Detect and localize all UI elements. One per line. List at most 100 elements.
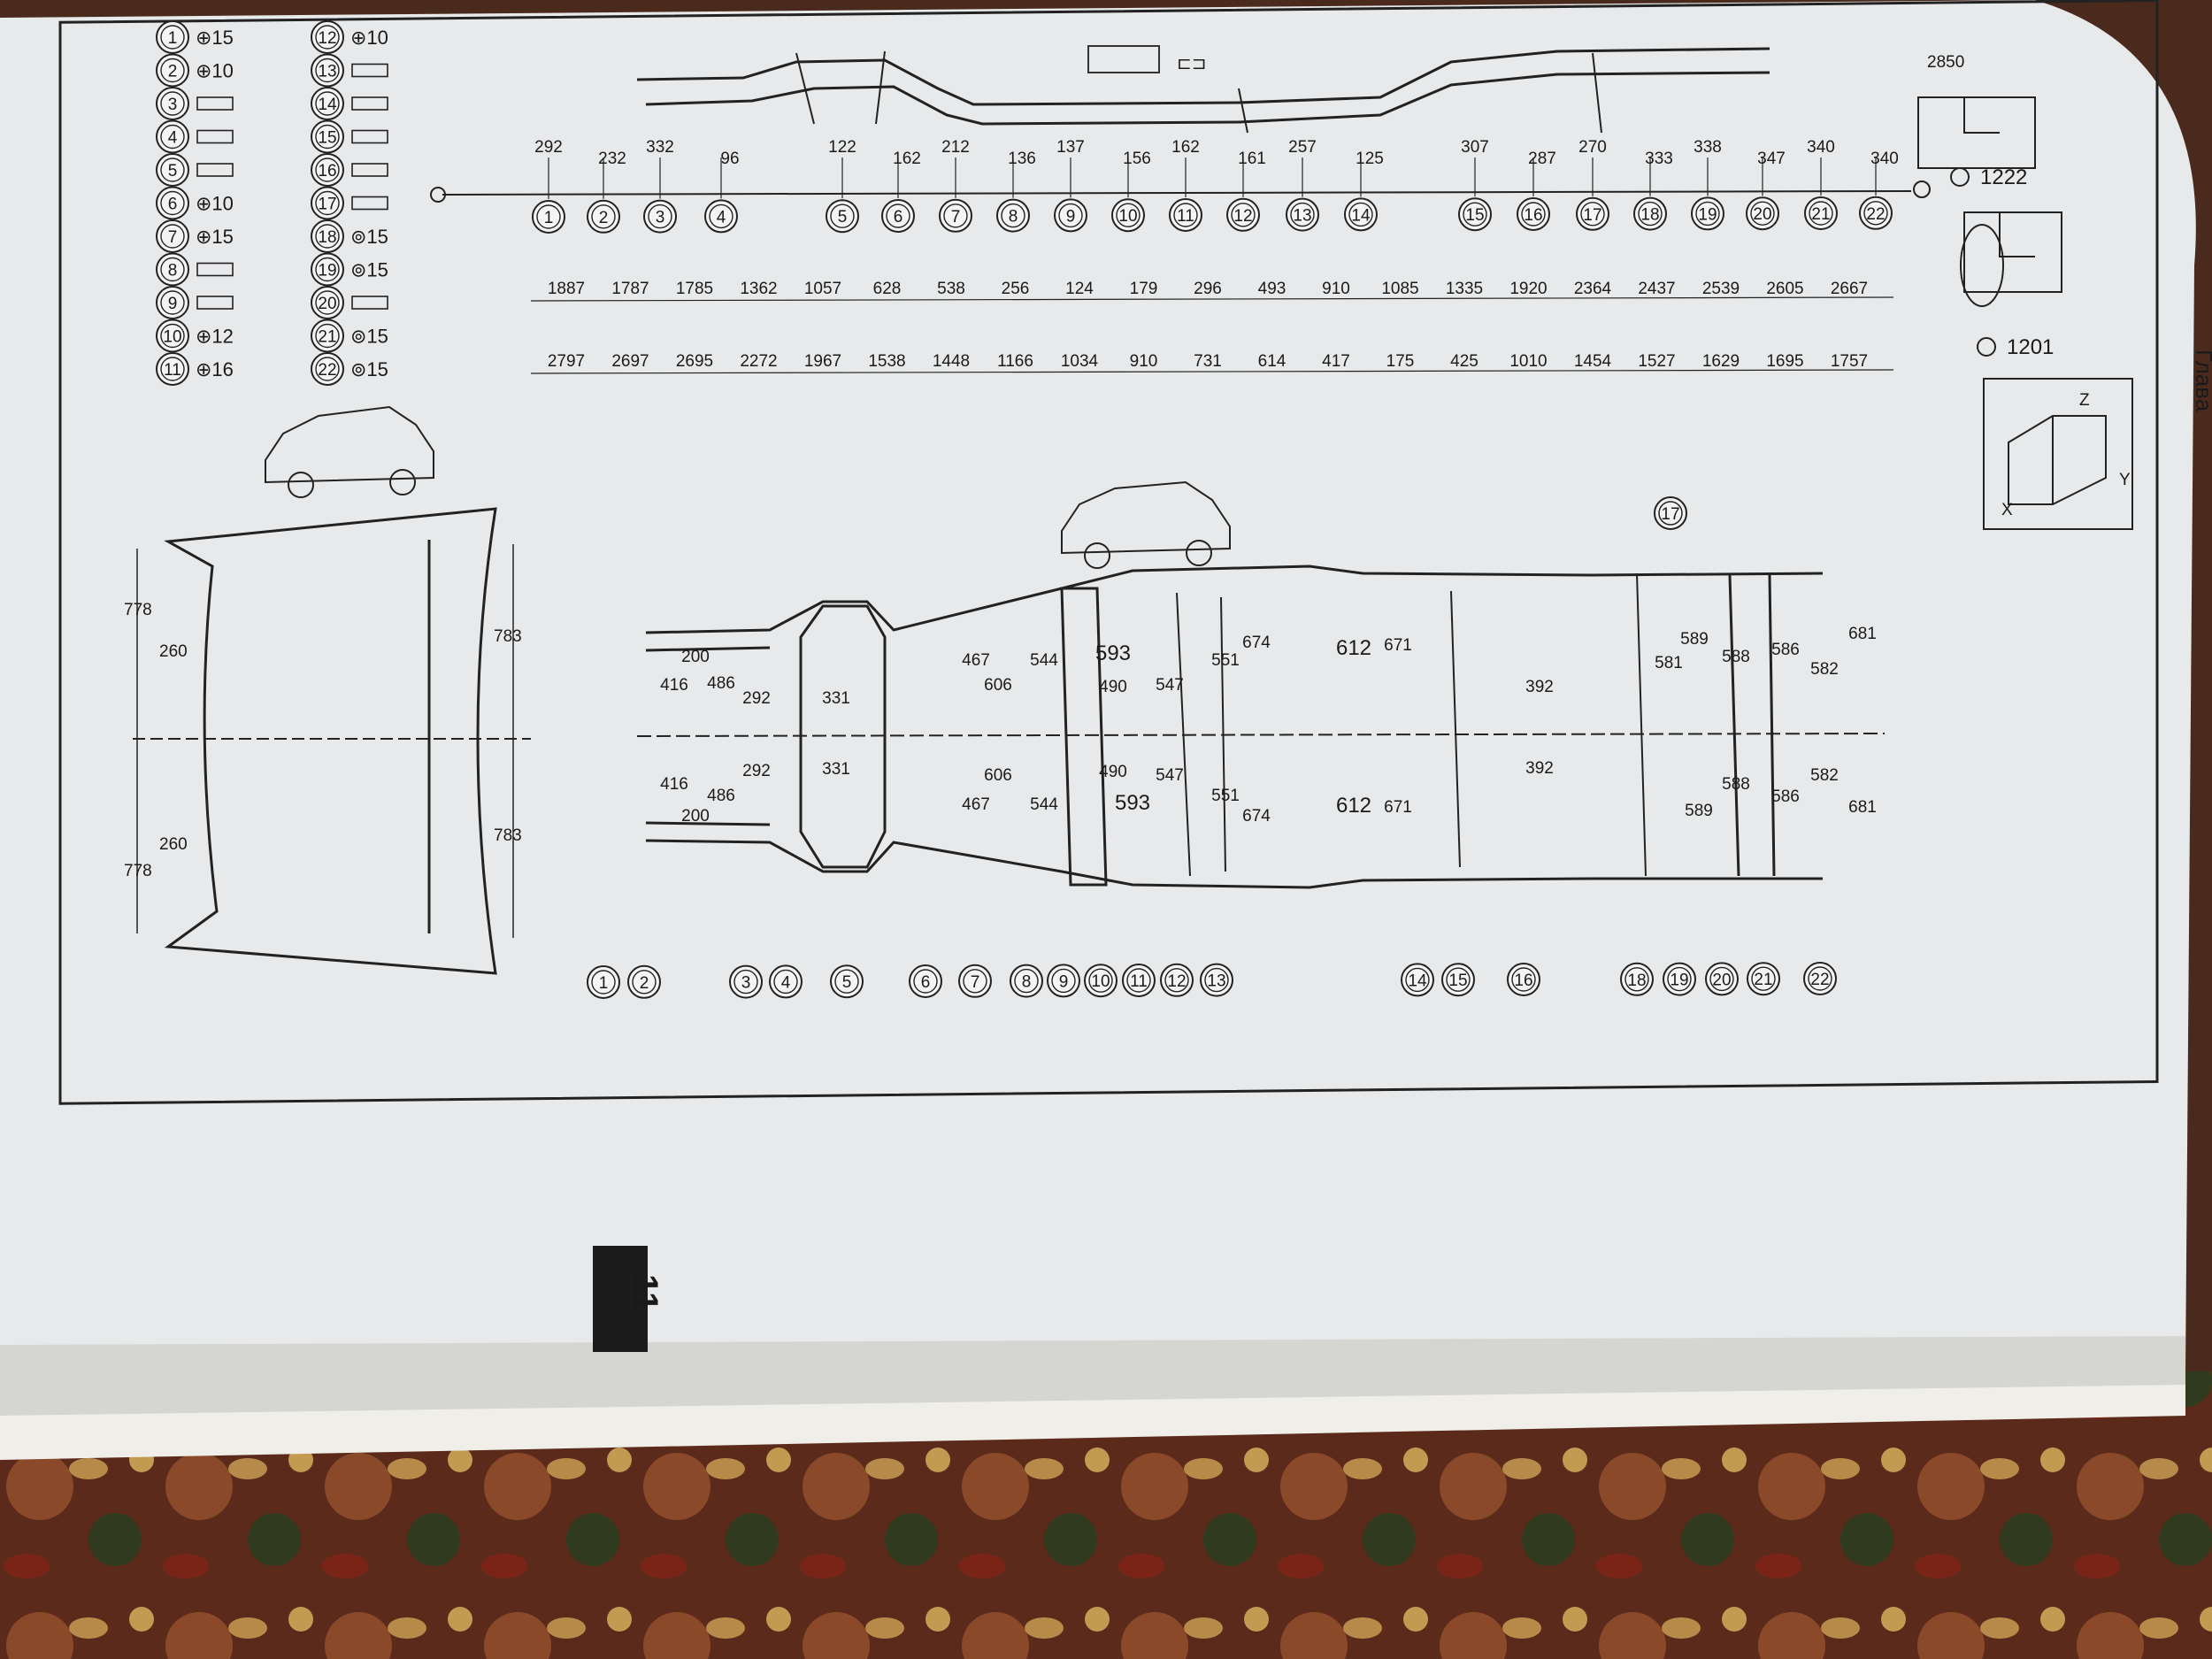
plan-point-6-label: 6 xyxy=(921,973,931,992)
side-top-19: 338 xyxy=(1694,138,1722,157)
legend-bolt-13-icon xyxy=(351,63,388,78)
side-point-10-label: 10 xyxy=(1118,207,1137,226)
side-row-a-12: 493 xyxy=(1258,280,1286,298)
side-point-16-label: 16 xyxy=(1524,206,1542,225)
plan-point-20: 20 xyxy=(1705,962,1739,996)
side-point-8: 8 xyxy=(996,198,1030,233)
plan-upper-3: 486 xyxy=(707,674,735,693)
side-point-11: 11 xyxy=(1169,198,1202,232)
plan-point-5-label: 5 xyxy=(842,973,852,992)
legend-badge-11: 11 xyxy=(156,352,189,386)
plan-lower-7: 467 xyxy=(962,795,990,814)
plan-point-2: 2 xyxy=(627,964,661,999)
plan-point-8: 8 xyxy=(1010,964,1043,998)
legend-badge-17: 17 xyxy=(311,186,344,220)
front-section-view xyxy=(133,507,531,975)
plan-view-frame xyxy=(636,565,1886,889)
legend-badge-5: 5 xyxy=(156,153,189,187)
side-top-21: 340 xyxy=(1807,138,1835,157)
plan-point-5: 5 xyxy=(830,964,864,999)
side-row-a-14: 1085 xyxy=(1381,280,1418,298)
plan-upper-18: 589 xyxy=(1680,630,1709,649)
side-row-b-16: 1010 xyxy=(1509,352,1547,371)
front-h-top: 778 xyxy=(124,601,152,619)
side-row-a-10: 179 xyxy=(1130,280,1158,298)
plan-point-15-label: 15 xyxy=(1448,972,1467,990)
legend-badge-9: 9 xyxy=(156,286,189,319)
plan-point-12: 12 xyxy=(1160,963,1194,997)
side-row-a-21: 2667 xyxy=(1831,280,1868,298)
plan-point-22-label: 22 xyxy=(1810,971,1829,989)
plan-lower-21: 681 xyxy=(1848,798,1877,817)
plan-upper-13: 674 xyxy=(1242,634,1271,652)
side-point-12-label: 12 xyxy=(1233,207,1252,226)
plan-point-18-label: 18 xyxy=(1627,972,1646,990)
side-point-14-label: 14 xyxy=(1351,206,1371,225)
side-row-a-9: 124 xyxy=(1065,280,1094,298)
side-row-b-3: 2695 xyxy=(676,352,713,371)
legend-badge-22: 22 xyxy=(311,352,344,386)
front-w-top: 783 xyxy=(494,627,522,646)
plan-lower-18: 582 xyxy=(1810,766,1839,785)
plan-lower-16: 392 xyxy=(1525,759,1554,778)
plan-upper-15: 671 xyxy=(1384,636,1412,655)
legend-spec-11: ⊕16 xyxy=(196,358,234,380)
axis-orientation-box: X Y Z xyxy=(1983,378,2133,530)
side-point-16: 16 xyxy=(1517,197,1550,231)
legend-badge-20: 20 xyxy=(311,286,344,319)
plan-point-8-label: 8 xyxy=(1022,973,1032,992)
plan-lower-6: 606 xyxy=(984,766,1012,785)
side-point-6-label: 6 xyxy=(894,208,903,227)
side-top-17: 270 xyxy=(1578,138,1607,157)
plan-upper-1: 200 xyxy=(681,648,710,666)
plan-upper-10: 490 xyxy=(1099,678,1127,696)
side-point-11-label: 11 xyxy=(1177,207,1194,226)
side-row-b-6: 1538 xyxy=(868,352,905,371)
plan-lower-8: 544 xyxy=(1030,795,1058,814)
legend-badge-20-label: 20 xyxy=(318,295,336,313)
ref-point-1: 1222 xyxy=(1950,165,2027,189)
side-point-2-label: 2 xyxy=(599,209,609,227)
plan-point-14-label: 14 xyxy=(1408,972,1427,990)
axis-y: Y xyxy=(2119,471,2131,489)
side-top-heights: 2922323329612216221213613715616216125712… xyxy=(534,138,1899,168)
side-row-b-19: 1629 xyxy=(1702,352,1740,371)
side-point-9-label: 9 xyxy=(1066,207,1076,226)
legend-badge-6-label: 6 xyxy=(168,196,178,214)
side-point-12: 12 xyxy=(1226,197,1260,232)
legend-spec-18: ⊚15 xyxy=(350,226,388,248)
legend-badge-7: 7 xyxy=(156,219,189,253)
legend-badge-14-label: 14 xyxy=(318,96,337,114)
legend-spec-6: ⊕10 xyxy=(196,193,234,215)
legend-badge-16-label: 16 xyxy=(318,162,336,180)
side-row-a-5: 1057 xyxy=(804,280,841,298)
side-point-4-label: 4 xyxy=(717,208,726,227)
plan-lower-15: 671 xyxy=(1384,798,1412,817)
side-top-2: 232 xyxy=(598,150,626,168)
legend-badge-2-label: 2 xyxy=(168,63,178,81)
side-row-b-1: 2797 xyxy=(548,352,585,371)
plan-lower-13: 674 xyxy=(1242,807,1271,826)
legend-badge-2: 2 xyxy=(156,53,189,88)
side-top-11: 162 xyxy=(1171,138,1200,157)
edge-chapter-text: Глава xyxy=(2191,349,2212,412)
side-top-12: 161 xyxy=(1238,150,1266,168)
plan-point-11: 11 xyxy=(1122,964,1156,997)
ref-1-label: 1222 xyxy=(1980,165,2027,189)
side-point-22: 22 xyxy=(1859,196,1893,230)
side-point-21-label: 21 xyxy=(1811,205,1830,224)
plan-upper-11: 547 xyxy=(1156,676,1184,695)
plan-point-9-label: 9 xyxy=(1059,972,1069,991)
plan-point-4-label: 4 xyxy=(781,973,791,992)
side-row-b-20: 1695 xyxy=(1766,352,1803,371)
plan-point-18: 18 xyxy=(1620,962,1654,996)
legend-bolt-5-icon xyxy=(196,163,234,177)
plan-lower-14: 612 xyxy=(1336,794,1371,818)
plan-point-10: 10 xyxy=(1084,964,1118,998)
side-top-16: 287 xyxy=(1528,150,1556,168)
plan-point-10-label: 10 xyxy=(1091,972,1110,991)
